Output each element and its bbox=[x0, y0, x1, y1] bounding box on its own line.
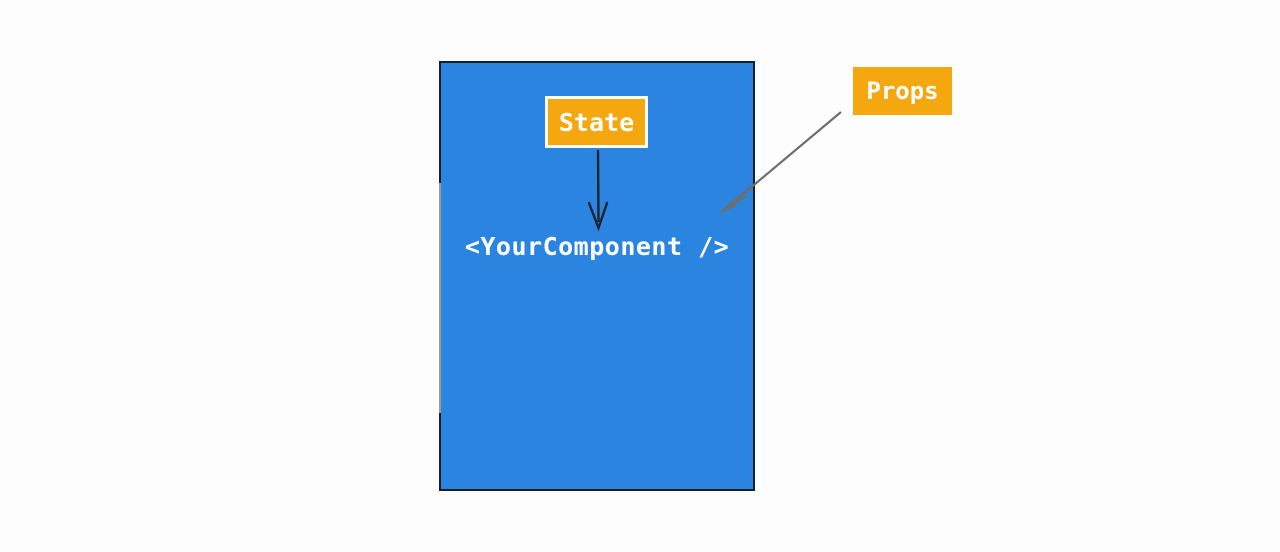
component-label: <YourComponent /> bbox=[464, 232, 730, 261]
props-label: Props bbox=[866, 77, 939, 105]
state-label: State bbox=[558, 107, 635, 137]
props-box[interactable]: Props bbox=[853, 67, 952, 115]
state-box[interactable]: State bbox=[545, 96, 648, 148]
